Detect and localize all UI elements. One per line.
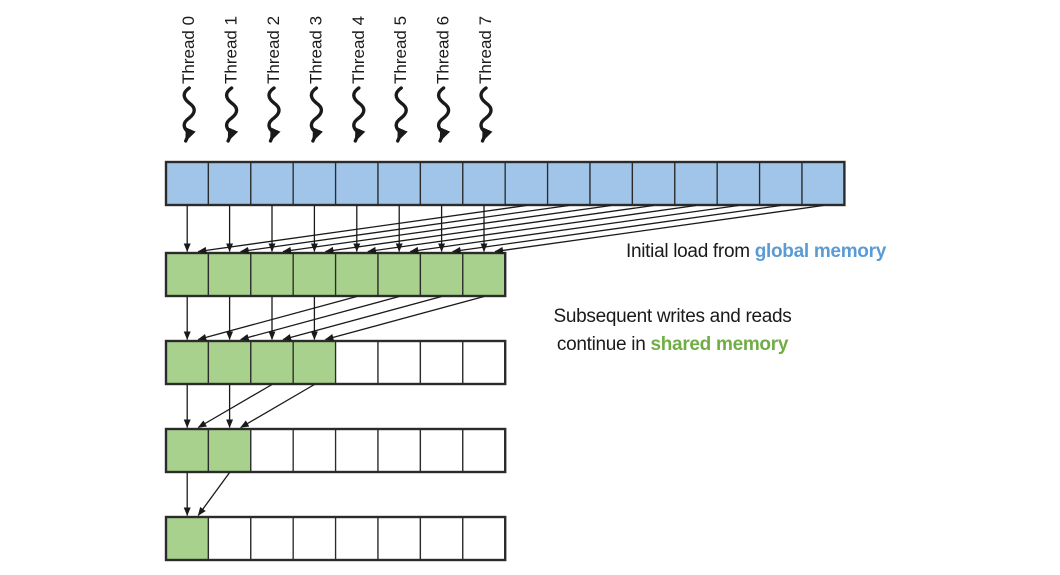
memory-row-shared-memory-step-1 xyxy=(164,339,507,386)
thread-label: Thread 1 xyxy=(222,16,241,84)
memory-cell xyxy=(250,516,294,561)
memory-row-outline xyxy=(164,427,507,474)
thread-label: Thread 3 xyxy=(306,16,325,84)
thread-wavy-arrow-icon xyxy=(352,86,366,143)
memory-cell xyxy=(165,161,210,206)
memory-cell xyxy=(462,340,506,385)
memory-cell xyxy=(801,161,846,206)
reduction-arrow xyxy=(324,295,485,341)
memory-cell xyxy=(419,252,464,297)
reduction-arrow xyxy=(367,204,697,254)
memory-cell xyxy=(674,161,718,206)
memory-cell xyxy=(377,252,422,297)
caption-initial-prefix: Initial load from xyxy=(626,241,755,262)
memory-row-outline xyxy=(164,251,507,298)
memory-cell xyxy=(462,252,506,297)
reduction-arrow xyxy=(197,472,231,516)
memory-row-shared-memory-step-0 xyxy=(164,251,507,298)
reduction-arrow xyxy=(240,383,315,429)
memory-cell xyxy=(377,516,422,561)
thread-label: Thread 4 xyxy=(349,16,368,84)
memory-cell xyxy=(758,161,803,206)
thread-label: Thread 2 xyxy=(264,16,283,84)
memory-cell xyxy=(165,252,210,297)
memory-row-shared-memory-step-3 xyxy=(164,515,507,562)
reduction-arrow xyxy=(197,383,273,429)
thread-label: Thread 5 xyxy=(391,16,410,84)
memory-cell xyxy=(292,161,337,206)
memory-cell xyxy=(462,516,506,561)
memory-cell xyxy=(207,252,252,297)
memory-cell xyxy=(716,161,761,206)
shared-memory-text: shared memory xyxy=(650,334,789,355)
reduction-arrow xyxy=(494,204,824,254)
memory-row-shared-memory-step-2 xyxy=(164,427,507,474)
memory-cell xyxy=(207,161,252,206)
memory-cell xyxy=(165,428,210,473)
thread-wavy-arrow-icon xyxy=(224,86,239,143)
thread-wavy-arrow-icon xyxy=(394,86,408,143)
reduction-arrow xyxy=(197,295,357,341)
memory-row-outline xyxy=(164,515,507,562)
reduction-arrow xyxy=(282,204,612,254)
memory-cell xyxy=(250,252,294,297)
memory-cell xyxy=(589,161,634,206)
memory-cell xyxy=(334,428,379,473)
memory-cell xyxy=(292,516,337,561)
reduction-arrow xyxy=(452,204,781,254)
global-memory-text: global memory xyxy=(754,241,887,262)
memory-cell xyxy=(165,516,210,561)
memory-cell xyxy=(250,161,294,206)
memory-cell xyxy=(334,340,379,385)
reduction-arrow xyxy=(324,204,654,254)
memory-cell xyxy=(250,340,294,385)
memory-cell xyxy=(419,340,464,385)
caption-subsequent-prefix: continue in xyxy=(556,334,651,355)
memory-cell xyxy=(207,516,252,561)
thread-label: Thread 6 xyxy=(434,16,453,84)
caption-subsequent-line1: Subsequent writes and reads xyxy=(553,306,792,327)
reduction-arrow xyxy=(282,295,442,341)
memory-cell xyxy=(419,161,464,206)
memory-cell xyxy=(334,516,379,561)
reduction-arrow xyxy=(409,204,739,254)
thread-wavy-arrow-icon xyxy=(436,86,451,143)
memory-cell xyxy=(419,428,464,473)
memory-cell xyxy=(334,252,379,297)
thread-wavy-arrow-icon xyxy=(309,86,324,143)
memory-cell xyxy=(207,428,252,473)
caption-initial-load: Initial load from global memory xyxy=(626,241,886,263)
memory-row-global-memory xyxy=(164,160,846,207)
thread-wavy-arrow-icon xyxy=(267,86,281,143)
memory-cell xyxy=(292,340,337,385)
reduction-arrow xyxy=(197,204,527,254)
memory-cell xyxy=(165,340,210,385)
memory-cell xyxy=(462,161,506,206)
memory-row-outline xyxy=(164,339,507,386)
reduction-arrow xyxy=(240,204,569,254)
thread-wavy-arrow-icon xyxy=(182,86,196,143)
memory-cell xyxy=(631,161,676,206)
caption-subsequent-writes: Subsequent writes and reads continue in … xyxy=(500,303,845,359)
memory-cell xyxy=(419,516,464,561)
thread-label: Thread 0 xyxy=(179,16,198,84)
caption-subsequent-line2: continue in shared memory xyxy=(500,331,845,359)
memory-cell xyxy=(377,161,422,206)
reduction-arrow xyxy=(240,295,400,341)
memory-cell xyxy=(462,428,506,473)
memory-cell xyxy=(546,161,591,206)
memory-cell xyxy=(334,161,379,206)
memory-cell xyxy=(292,428,337,473)
thread-label: Thread 7 xyxy=(476,16,495,84)
memory-row-outline xyxy=(164,160,846,207)
thread-wavy-arrow-icon xyxy=(479,86,493,143)
memory-cell xyxy=(377,428,422,473)
memory-cell xyxy=(377,340,422,385)
memory-cell xyxy=(292,252,337,297)
memory-cell xyxy=(207,340,252,385)
memory-cell xyxy=(504,161,549,206)
memory-cell xyxy=(250,428,294,473)
